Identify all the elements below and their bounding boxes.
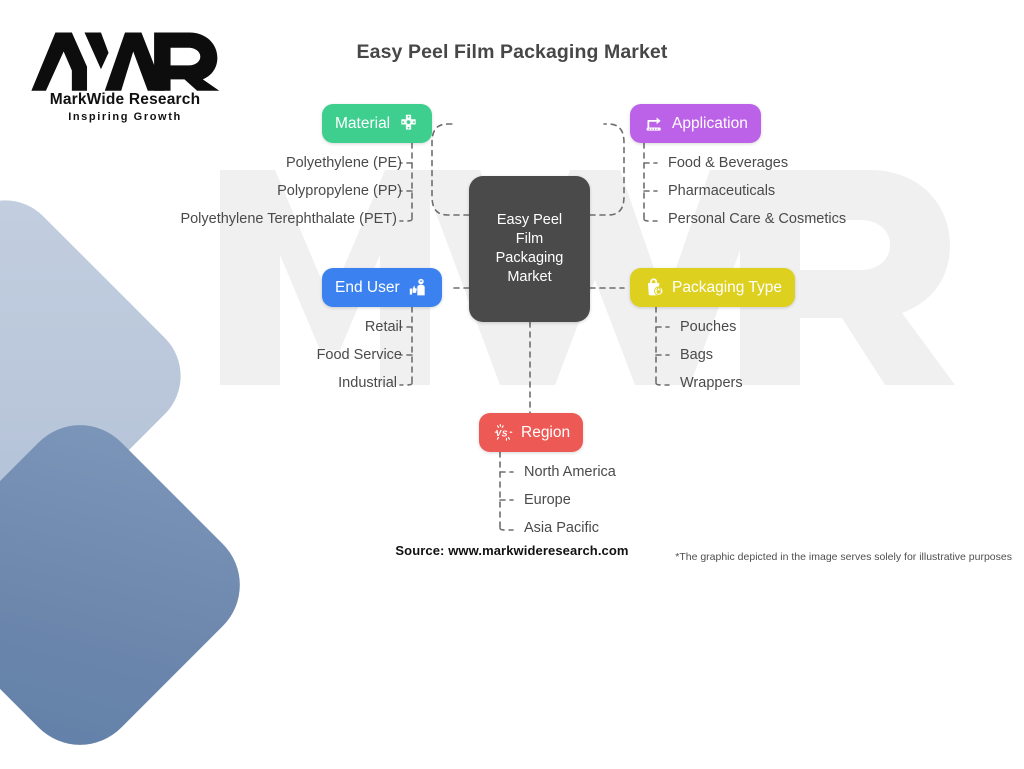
infographic-canvas: MarkWide Research Inspiring Growth Easy … (0, 30, 1012, 769)
leaf-application-3[interactable]: Personal Care & Cosmetics (668, 211, 847, 227)
leaf-packaging-type-2[interactable]: Bags (680, 347, 714, 363)
brand-logo: MarkWide Research Inspiring Growth (30, 30, 220, 123)
leaf-end-user-2[interactable]: Food Service (316, 347, 402, 363)
leaf-packaging-type-1[interactable]: Pouches (680, 319, 737, 335)
center-line-1: Easy Peel (496, 212, 563, 228)
leaf-material-2[interactable]: Polypropylene (PP) (277, 183, 402, 199)
branch-label-application: Application (672, 114, 748, 132)
leaf-packaging-type-3[interactable]: Wrappers (680, 375, 743, 391)
leaf-application-1[interactable]: Food & Beverages (668, 155, 789, 171)
branch-pill-material[interactable]: Material (322, 104, 433, 143)
branch-pill-end-user[interactable]: End User (322, 268, 442, 307)
user-thumbsup-icon (407, 277, 429, 299)
leaf-application-2[interactable]: Pharmaceuticals (668, 183, 776, 199)
cross-molecule-icon (397, 113, 419, 135)
brand-name: MarkWide Research (49, 91, 201, 108)
center-node-label: Easy Peel Film Packaging Market (488, 211, 572, 287)
bag-lock-icon (643, 277, 665, 299)
brand-tagline: Inspiring Growth (68, 111, 182, 123)
leaf-region-1[interactable]: North America (524, 464, 616, 480)
branch-pill-packaging-type[interactable]: Packaging Type (630, 268, 796, 307)
center-line-2: Film (515, 231, 544, 247)
center-line-3: Packaging (495, 250, 564, 266)
mwr-logo-icon (31, 32, 220, 91)
branch-pill-region[interactable]: V S Region (479, 413, 584, 452)
branch-label-packaging-type: Packaging Type (672, 278, 783, 296)
branch-label-end-user: End User (335, 278, 400, 296)
leaf-region-2[interactable]: Europe (524, 492, 571, 508)
disclaimer-note: *The graphic depicted in the image serve… (675, 551, 1012, 563)
leaf-end-user-3[interactable]: Industrial (338, 375, 397, 391)
page-title: Easy Peel Film Packaging Market (356, 41, 668, 63)
center-line-4: Market (507, 269, 552, 285)
svg-text:S: S (501, 429, 507, 439)
leaf-material-3[interactable]: Polyethylene Terephthalate (PET) (180, 211, 397, 227)
leaf-material-1[interactable]: Polyethylene (PE) (285, 155, 402, 171)
branch-label-region: Region (521, 423, 571, 441)
svg-text:V: V (495, 428, 502, 438)
source-credit: Source: www.markwideresearch.com (395, 543, 629, 558)
branch-pill-application[interactable]: Application (630, 104, 761, 143)
versus-icon: V S (492, 422, 514, 444)
export-arrow-icon (643, 113, 665, 135)
leaf-region-3[interactable]: Asia Pacific (524, 520, 599, 536)
leaf-end-user-1[interactable]: Retail (364, 319, 402, 335)
center-node[interactable]: Easy Peel Film Packaging Market (469, 176, 590, 322)
branch-label-material: Material (335, 114, 391, 132)
